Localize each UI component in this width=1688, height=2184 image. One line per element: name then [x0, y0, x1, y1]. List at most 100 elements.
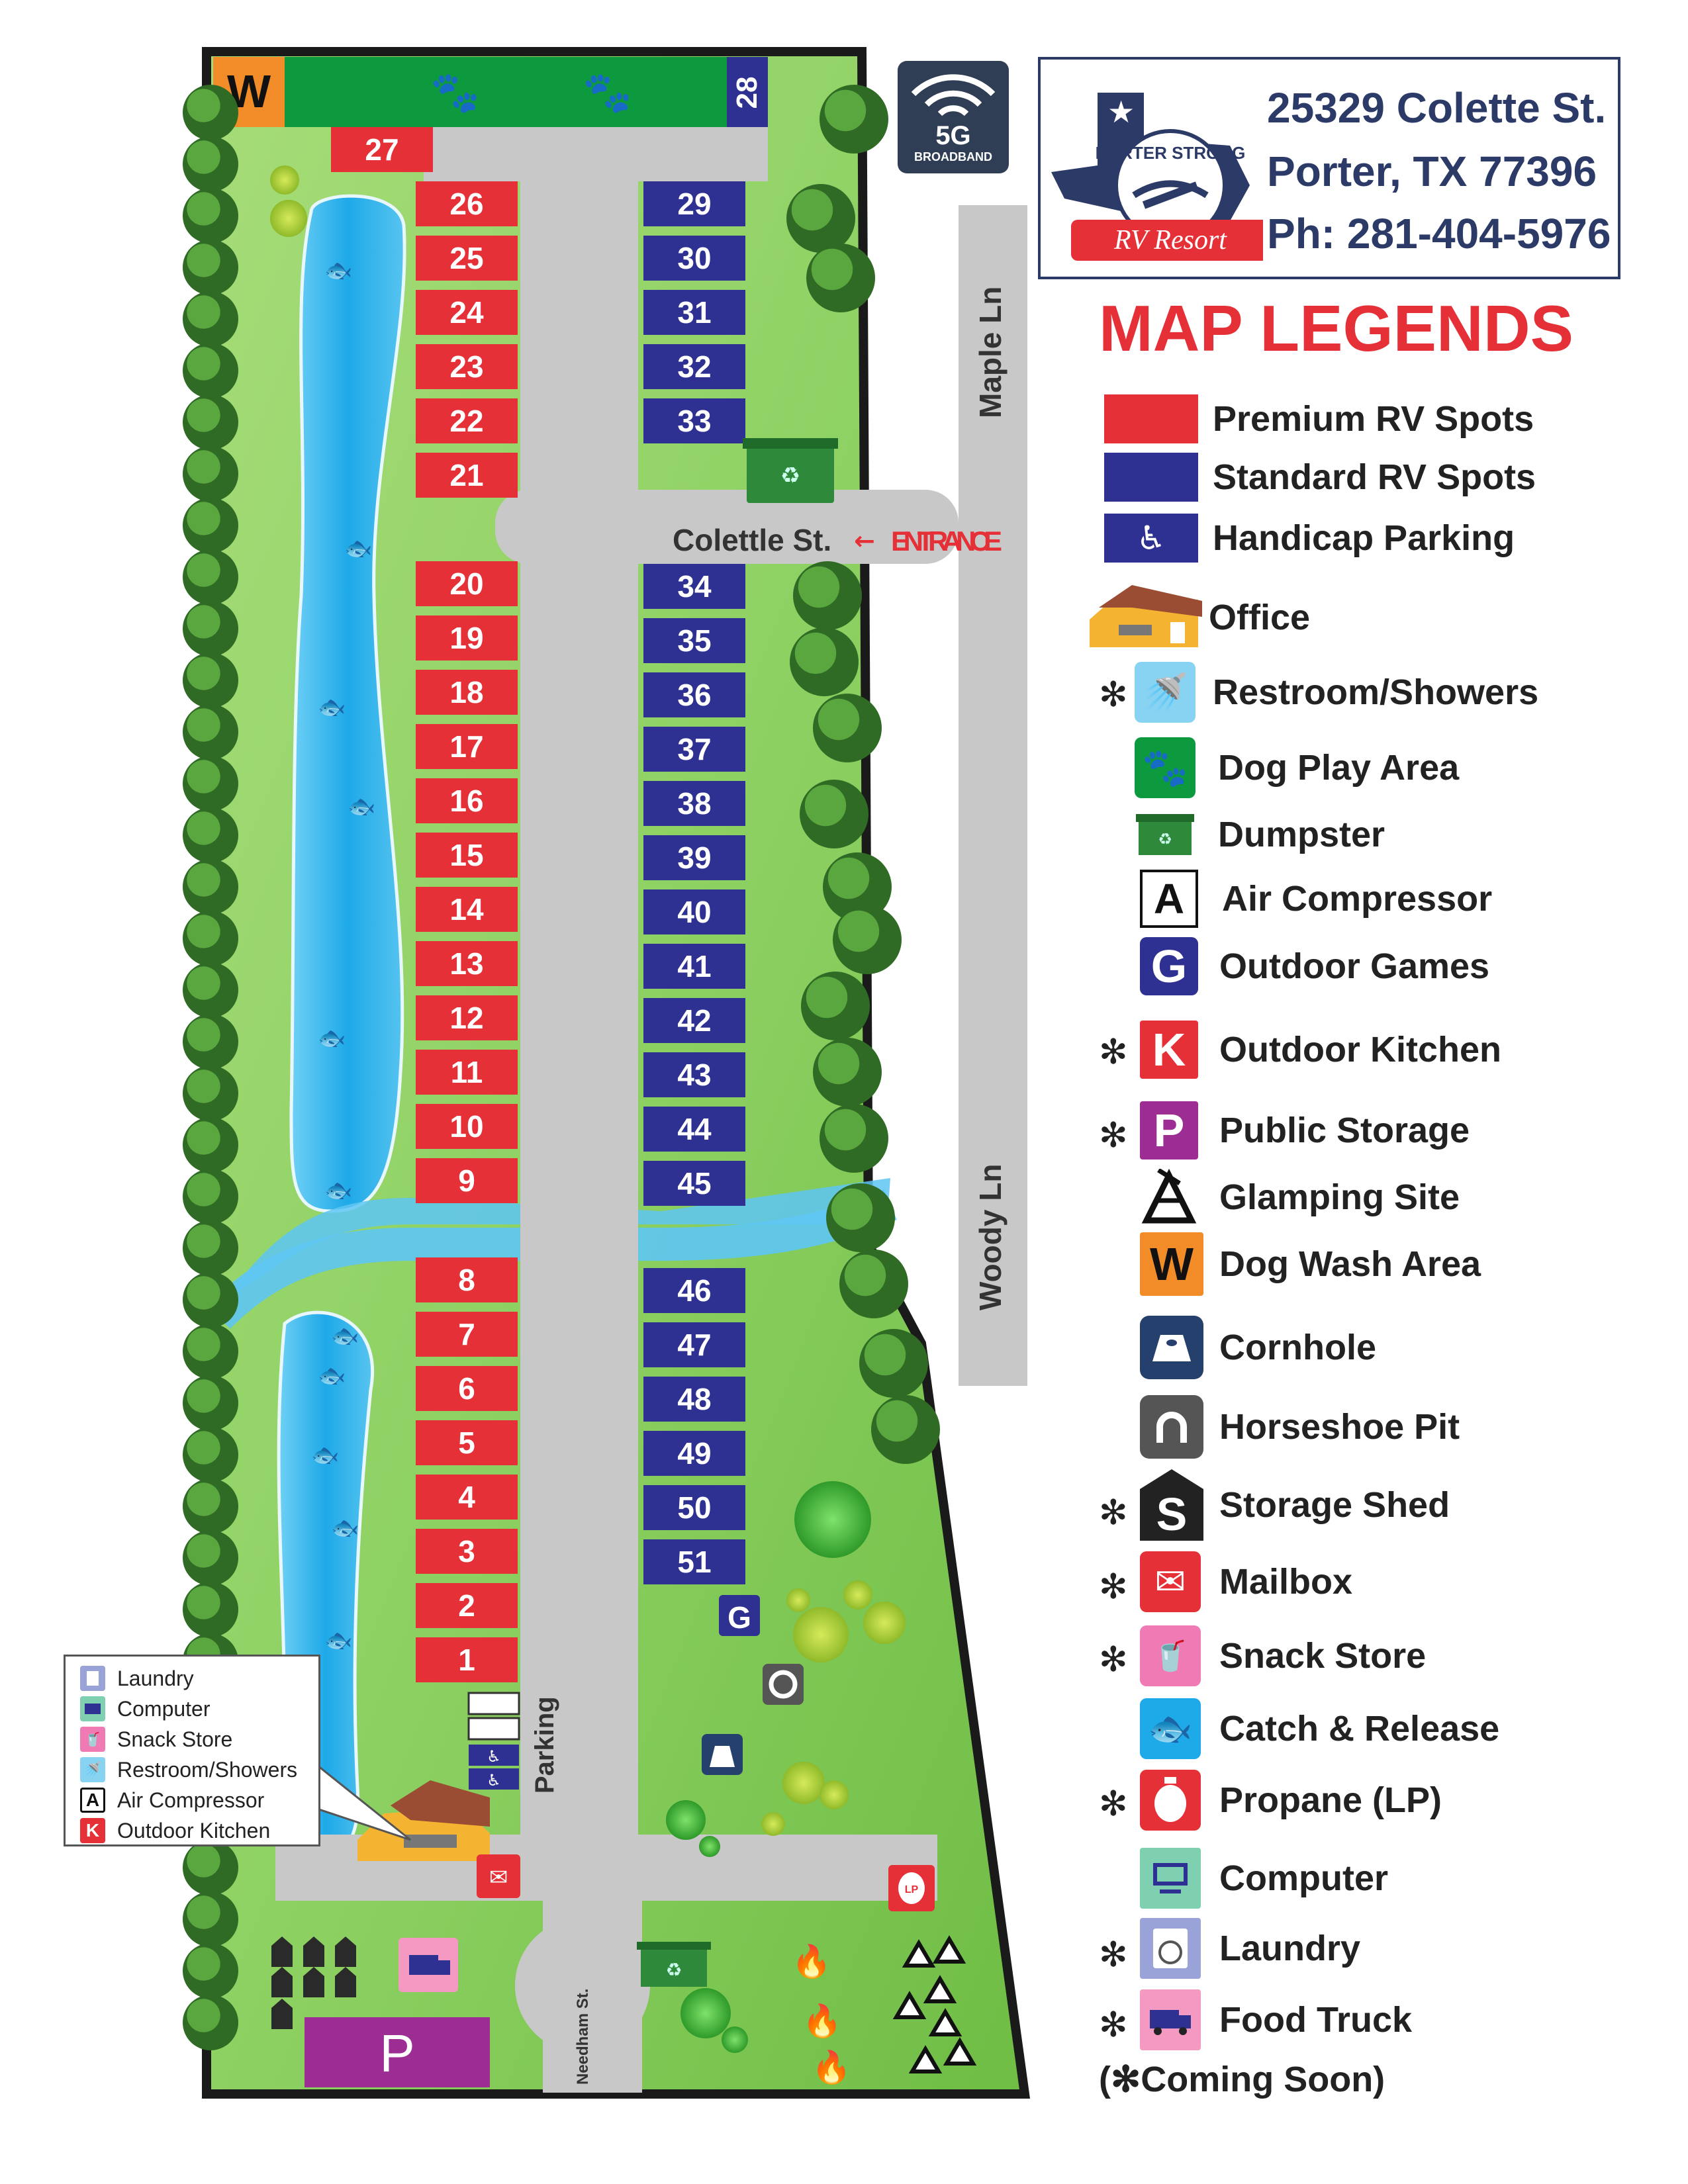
- legend-item-public-storage: P Public Storage: [1140, 1101, 1470, 1160]
- site-18: [416, 670, 518, 715]
- shower-icon: 🚿: [1135, 662, 1196, 723]
- tree-line-right: [786, 85, 940, 1464]
- entrance-label: ENTRANCE: [891, 525, 1002, 557]
- outdoor-kitchen-icon: K: [1140, 1021, 1198, 1079]
- snack-store-icon: 🥤: [1140, 1625, 1201, 1686]
- tree-highlight: [811, 248, 853, 291]
- tree-highlight: [791, 189, 833, 231]
- air-compressor-icon: A: [1140, 870, 1198, 928]
- parking-spot: [467, 1692, 520, 1715]
- legend-item-catch-release: 🐟 Catch & Release: [1140, 1698, 1499, 1759]
- site-14: [416, 887, 518, 932]
- site-24: [416, 290, 518, 335]
- site-2-label: 2: [458, 1588, 475, 1623]
- site-48: [643, 1377, 745, 1422]
- office-inset: Laundry Computer 🥤 Snack Store 🚿 Restroo…: [64, 1655, 320, 1846]
- fish-icon: 🐟: [331, 1515, 359, 1541]
- tree-highlight: [187, 295, 220, 329]
- fish-icon: 🐟: [331, 1323, 359, 1349]
- broadband-badge: 5G BROADBAND: [898, 61, 1009, 173]
- glamping-sites: [892, 1935, 977, 2073]
- coming-soon-marker: ✻: [1099, 1116, 1128, 1156]
- cornhole-icon: [1140, 1316, 1203, 1379]
- site-41-label: 41: [677, 949, 711, 983]
- site-37: [643, 727, 745, 772]
- tree-highlight: [187, 1999, 220, 2032]
- tree-highlight: [187, 553, 220, 587]
- site-36-label: 36: [677, 678, 711, 712]
- tree-highlight: [187, 1276, 220, 1310]
- fish-icon: 🐟: [311, 1442, 339, 1469]
- tree-highlight: [187, 1121, 220, 1155]
- stream: [212, 1178, 890, 1317]
- tree-highlight: [187, 1586, 220, 1619]
- site-29: [643, 181, 745, 226]
- coming-soon-marker: ✻: [1099, 675, 1128, 715]
- site-16-label: 16: [449, 784, 483, 818]
- svg-text:♻: ♻: [780, 463, 800, 489]
- outdoor-games-icon: [719, 1595, 760, 1636]
- public-storage-icon: P: [1140, 1101, 1198, 1160]
- tree-highlight: [187, 1018, 220, 1052]
- coming-soon-marker: ✻: [1099, 1032, 1128, 1072]
- site-49-label: 49: [677, 1436, 711, 1471]
- tree-highlight: [187, 966, 220, 1000]
- propane-icon: [1140, 1770, 1201, 1831]
- handicap-parking: [469, 1745, 519, 1766]
- site-3: [416, 1529, 518, 1574]
- site-25: [416, 236, 518, 281]
- main-road: [520, 127, 638, 1888]
- dumpster-icon: ♻: [1136, 814, 1194, 855]
- fish-icon: 🐟: [324, 1177, 352, 1204]
- tree-highlight: [187, 1947, 220, 1981]
- parking-spot: [467, 1717, 520, 1741]
- site-4-label: 4: [458, 1480, 475, 1514]
- outdoor-kitchen-icon: K: [80, 1818, 105, 1843]
- legend-item-storage-shed: S Storage Shed: [1140, 1469, 1450, 1541]
- legend-item-outdoor-kitchen: K Outdoor Kitchen: [1140, 1021, 1501, 1079]
- tree-highlight: [187, 657, 220, 690]
- svg-text:✉: ✉: [489, 1864, 508, 1891]
- site-49: [643, 1431, 745, 1476]
- site-50-label: 50: [677, 1490, 711, 1525]
- site-23: [416, 344, 518, 389]
- wheelchair-icon: ♿: [1104, 514, 1198, 563]
- tree-highlight: [187, 450, 220, 484]
- computer-icon: [80, 1696, 105, 1721]
- site-41: [643, 944, 745, 989]
- site-40-label: 40: [677, 895, 711, 929]
- inset-item-snack-store: 🥤 Snack Store: [80, 1727, 232, 1752]
- inset-item-air-compressor: A Air Compressor: [80, 1788, 264, 1813]
- handicap-parking: [469, 1768, 519, 1790]
- coming-soon-note: (✻Coming Soon): [1099, 2060, 1385, 2099]
- games-label: G: [727, 1600, 751, 1635]
- site-1: [416, 1637, 518, 1682]
- mailbox-icon: [477, 1854, 520, 1898]
- site-44-label: 44: [677, 1112, 712, 1146]
- legend-item-office: Office: [1086, 581, 1310, 654]
- maple-woody-road: [959, 205, 1027, 1386]
- shower-icon: 🚿: [80, 1757, 105, 1782]
- site-24-label: 24: [449, 295, 484, 330]
- site-31-label: 31: [677, 295, 711, 330]
- site-38: [643, 781, 745, 826]
- site-42: [643, 998, 745, 1043]
- site-16: [416, 778, 518, 823]
- site-33-label: 33: [677, 404, 711, 438]
- site-45: [643, 1161, 745, 1206]
- colette-road: [495, 490, 959, 564]
- site-18-label: 18: [449, 675, 483, 709]
- site-5-label: 5: [458, 1426, 475, 1460]
- coming-soon-marker: ✻: [1099, 1567, 1128, 1607]
- site-11: [416, 1050, 518, 1095]
- storage-sheds: [271, 1936, 356, 2029]
- fish-icon: 🐟: [318, 1025, 346, 1052]
- site-39-label: 39: [677, 841, 711, 875]
- tree-highlight: [804, 784, 847, 827]
- premium-swatch: [1104, 394, 1198, 443]
- site-48-label: 48: [677, 1382, 711, 1416]
- site-4: [416, 1475, 518, 1520]
- dumpster-icon: ♻: [637, 1942, 711, 1987]
- mailbox-icon: ✉: [1140, 1551, 1201, 1612]
- broadband-5g-label: 5G: [935, 121, 971, 150]
